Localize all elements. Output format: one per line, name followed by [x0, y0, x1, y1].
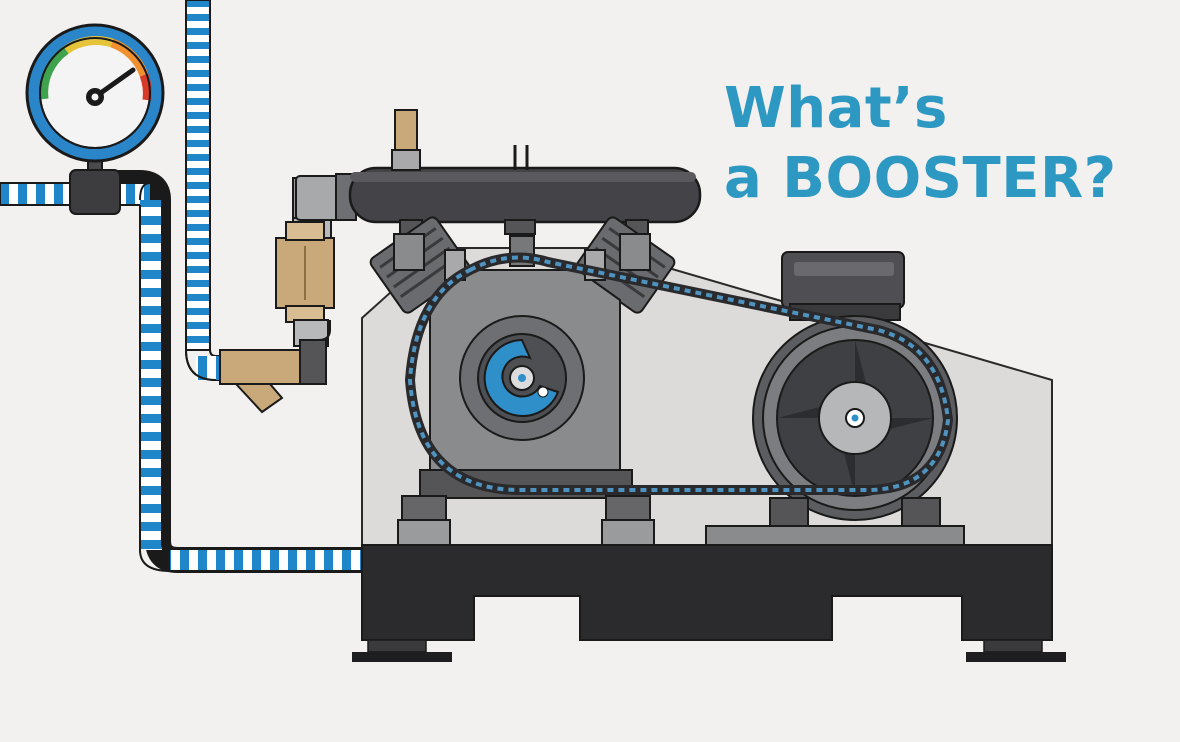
title-line-1: What’s [724, 76, 948, 141]
pressure-gauge-icon [25, 23, 165, 215]
top-manifold [348, 109, 702, 243]
supply-pipe-left [0, 170, 362, 573]
page-title: What’s a BOOSTER? [724, 74, 1164, 214]
title-line-2: a BOOSTER? [724, 146, 1117, 211]
base-frame [352, 544, 1066, 662]
manifold-elbow [295, 173, 357, 221]
supply-pipe-top [185, 0, 232, 381]
y-strainer [219, 320, 331, 414]
electric-motor [705, 251, 965, 547]
drive-belt [404, 252, 954, 495]
